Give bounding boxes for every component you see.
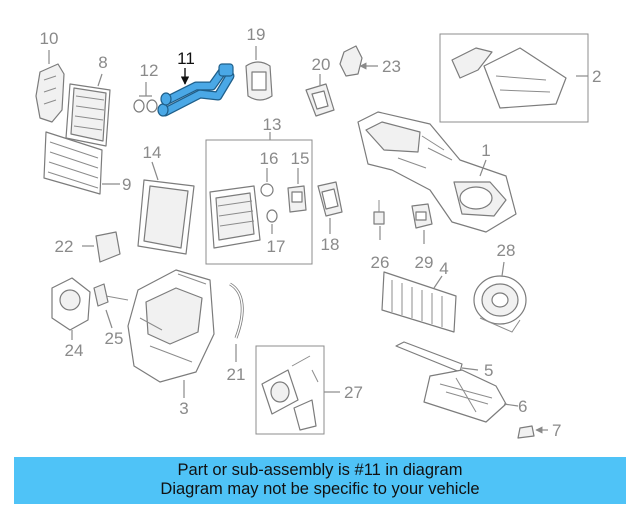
leader-14 [151, 161, 159, 181]
part-6-tray[interactable] [423, 369, 507, 423]
part-13-core[interactable] [209, 185, 261, 249]
part-4-cabin-filter[interactable] [381, 271, 457, 333]
leader-6 [503, 403, 519, 407]
callout-2: 2 [592, 67, 601, 86]
part-14-filter[interactable] [137, 179, 195, 255]
part-9-radiator[interactable] [43, 131, 103, 195]
part-3-housing[interactable] [127, 269, 215, 383]
leader-25 [105, 309, 113, 329]
part-23-bracket[interactable] [339, 45, 363, 77]
leader-8 [97, 73, 103, 87]
part-28-blower-motor[interactable] [473, 275, 527, 333]
part-8-heater-core[interactable] [65, 83, 111, 147]
part-29-actuator[interactable] [411, 203, 433, 229]
callout-4: 4 [439, 259, 448, 278]
callout-24: 24 [65, 341, 84, 360]
part-17-o-ring[interactable] [266, 209, 278, 223]
callout-13: 13 [263, 115, 282, 134]
callout-19: 19 [247, 25, 266, 44]
callout-8: 8 [98, 53, 107, 72]
callout-16: 16 [260, 149, 279, 168]
callout-26: 26 [371, 253, 390, 272]
part-15-expansion-valve[interactable] [287, 185, 307, 213]
leader-12 [139, 82, 152, 97]
part-26-sensor[interactable] [373, 200, 385, 225]
part-16-o-ring[interactable] [260, 183, 274, 197]
callout-15: 15 [291, 149, 310, 168]
leader-28 [501, 261, 505, 277]
callout-22: 22 [55, 237, 74, 256]
callout-3: 3 [179, 399, 188, 418]
banner-line-part: Part or sub-assembly is #11 in diagram [177, 461, 463, 479]
part-1-heater-box[interactable] [357, 111, 517, 233]
part-12-o-rings[interactable] [133, 99, 158, 113]
callout-1: 1 [481, 141, 490, 160]
part-5-seal-strip[interactable] [395, 341, 463, 373]
callout-21: 21 [227, 365, 246, 384]
callout-11: 11 [177, 49, 195, 68]
callout-14: 14 [143, 143, 162, 162]
part-19-gasket[interactable] [245, 61, 273, 101]
leader-5 [461, 367, 479, 371]
part-18-resistor[interactable] [317, 181, 343, 217]
callout-25: 25 [105, 329, 124, 348]
part-10-bracket[interactable] [35, 63, 65, 123]
callout-27: 27 [344, 383, 363, 402]
callout-labels: 10 8 12 11 19 20 23 2 13 14 16 15 1 9 17… [40, 25, 602, 440]
part-20-gasket[interactable] [305, 83, 335, 117]
part-7-clip[interactable] [517, 425, 535, 439]
callout-10: 10 [40, 29, 59, 48]
leader-4 [433, 275, 443, 289]
callout-18: 18 [321, 235, 340, 254]
part-27-group-box [255, 345, 325, 435]
banner-line-disclaimer: Diagram may not be specific to your vehi… [160, 480, 480, 498]
callout-28: 28 [497, 241, 516, 260]
part-21-drain-line[interactable] [229, 282, 244, 339]
part-2-duct[interactable] [439, 33, 589, 123]
part-25-sensor[interactable] [93, 283, 129, 307]
callout-29: 29 [415, 253, 434, 272]
part-24-actuator-motor[interactable] [51, 277, 91, 331]
part-27-actuator-set[interactable] [261, 355, 319, 431]
callout-6: 6 [518, 397, 527, 416]
part-22-sensor[interactable] [95, 231, 121, 263]
part-11-highlighted-pipe[interactable] [157, 63, 235, 117]
callout-5: 5 [484, 361, 493, 380]
callout-9: 9 [122, 175, 131, 194]
info-banner: Part or sub-assembly is #11 in diagram D… [14, 457, 626, 504]
leader-1 [479, 159, 487, 177]
callout-12: 12 [140, 61, 159, 80]
callout-20: 20 [312, 55, 331, 74]
callout-23: 23 [382, 57, 401, 76]
part-13-group-box [205, 139, 313, 265]
callout-7: 7 [552, 421, 561, 440]
callout-17: 17 [267, 237, 286, 256]
